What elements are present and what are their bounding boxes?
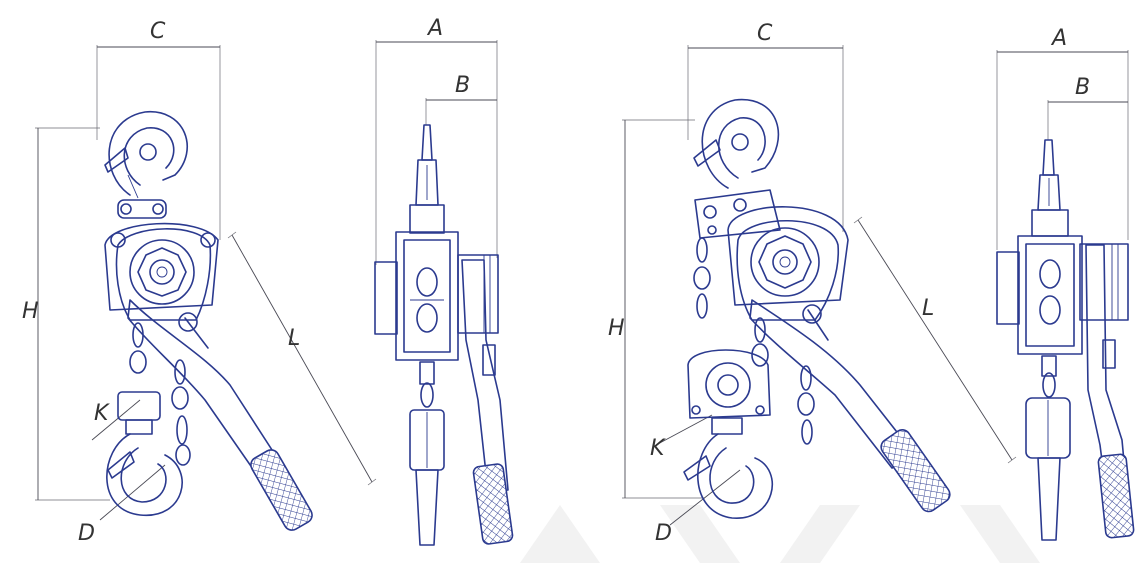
left-front-view: C H L K D — [22, 19, 377, 546]
dimension-l: L — [227, 231, 377, 486]
top-hook — [104, 111, 188, 199]
body-housing — [104, 199, 219, 321]
top-hook — [693, 98, 780, 189]
load-chain — [129, 322, 191, 466]
load-chain — [693, 237, 815, 445]
dimension-l: L — [853, 216, 1017, 464]
dimension-c: C — [687, 21, 844, 232]
label-k-right: K — [650, 436, 666, 461]
dimension-a: A — [996, 26, 1129, 250]
lever-handle — [127, 299, 313, 531]
label-d-right: D — [655, 521, 672, 546]
label-b: B — [455, 73, 470, 98]
handle-grip — [880, 428, 951, 513]
dimension-h: H — [608, 119, 705, 499]
label-a-right: A — [1050, 26, 1067, 51]
dimension-a: A — [375, 16, 498, 265]
dimension-c: C — [96, 19, 221, 240]
dimension-h: H — [22, 127, 110, 501]
side-handle-grip — [472, 463, 514, 545]
label-h-right: H — [608, 316, 625, 341]
label-d: D — [78, 521, 95, 546]
label-h: H — [22, 299, 39, 324]
right-front-view: C H L K D — [608, 21, 1017, 546]
right-side-view: A B — [996, 26, 1135, 541]
left-side-view: A B — [374, 16, 514, 546]
dimension-b: B — [1047, 75, 1128, 140]
dimension-d: D — [78, 464, 166, 546]
watermark — [520, 505, 1040, 563]
lever-handle — [749, 299, 951, 513]
dimension-k: K — [91, 399, 141, 441]
label-c-right: C — [757, 21, 773, 46]
bottom-hook — [106, 391, 183, 516]
bottom-hook — [683, 349, 773, 519]
handle-grip — [250, 449, 313, 531]
label-l-right: L — [922, 296, 934, 321]
dimension-k: K — [650, 414, 713, 461]
label-l: L — [288, 326, 300, 351]
dimension-d: D — [655, 469, 741, 546]
dimension-b: B — [425, 73, 497, 125]
body-housing — [694, 189, 849, 321]
label-k: K — [94, 401, 110, 426]
side-handle-grip — [1097, 453, 1135, 539]
label-c: C — [150, 19, 166, 44]
label-b-right: B — [1075, 75, 1090, 100]
label-a: A — [426, 16, 443, 41]
